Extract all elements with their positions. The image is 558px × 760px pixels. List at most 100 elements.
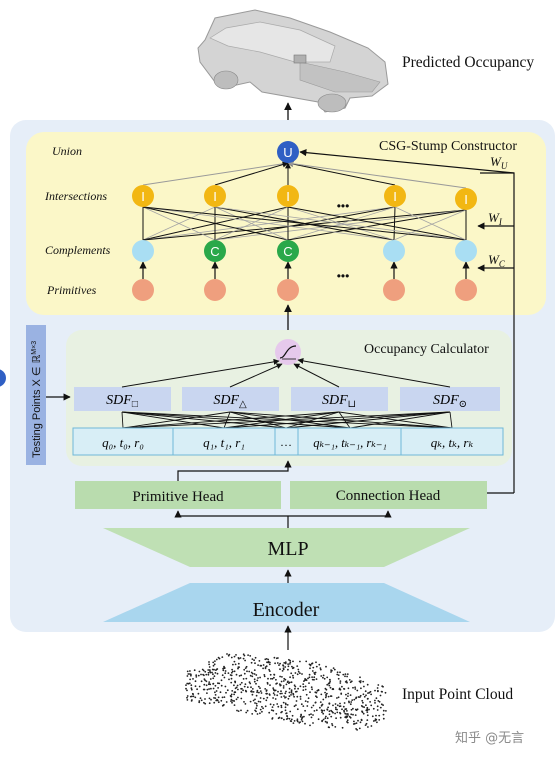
- primitive-ellipsis: •••: [337, 269, 350, 283]
- edge: [121, 411, 453, 429]
- svg-text:C: C: [283, 244, 292, 259]
- edge: [393, 206, 396, 241]
- edge: [338, 411, 453, 429]
- svg-text:SDF□: SDF□: [106, 393, 138, 410]
- edge: [142, 206, 216, 241]
- edge: [142, 160, 289, 186]
- edge: [121, 411, 225, 429]
- connection-head-box: [290, 481, 487, 509]
- predicted-car-image: [197, 9, 389, 113]
- svg-text:I: I: [213, 189, 217, 204]
- edge: [229, 411, 287, 429]
- param-cell: qₖ, tₖ, rₖ: [431, 435, 474, 450]
- svg-text:I: I: [464, 192, 468, 207]
- param-cell: q₁, t₁, r₁: [203, 435, 245, 450]
- edge: [142, 206, 395, 241]
- edge: [214, 206, 289, 241]
- encoder-label: Encoder: [253, 599, 320, 621]
- svg-text:WC: WC: [488, 252, 506, 269]
- edge: [122, 411, 231, 429]
- edge: [214, 209, 467, 241]
- connection-head-label: Connection Head: [336, 488, 441, 504]
- edge: [142, 206, 289, 241]
- complement-node: C: [277, 240, 299, 262]
- svg-text:U: U: [283, 145, 292, 160]
- primitive-node: [132, 279, 154, 301]
- input-point-cloud-image: [185, 653, 387, 731]
- edge: [394, 206, 467, 241]
- svg-text:SDF⊙: SDF⊙: [433, 393, 467, 410]
- edge: [229, 411, 453, 429]
- network-edges: [139, 160, 470, 279]
- edge: [121, 411, 351, 429]
- primitive-nodes: [132, 279, 477, 301]
- svg-text:C: C: [210, 244, 219, 259]
- edge: [393, 209, 467, 241]
- edge: [214, 161, 289, 186]
- intersection-node: I: [132, 185, 154, 207]
- primitive-node: [277, 279, 299, 301]
- svg-text:WI: WI: [488, 210, 503, 227]
- weight-labels: WU WI WC: [488, 154, 508, 269]
- edge: [285, 411, 340, 429]
- sdf-box: [291, 387, 388, 411]
- primitive-node: [383, 279, 405, 301]
- parameter-row: q₀, t₀, r₀ q₁, t₁, r₁ … qₖ₋₁, tₖ₋₁, rₖ₋₁…: [72, 427, 504, 456]
- edge: [223, 411, 231, 429]
- intersection-nodes: I I I I I: [132, 185, 477, 210]
- svg-text:I: I: [141, 189, 145, 204]
- svg-text:Testing Points X ∈ ℝM×3: Testing Points X ∈ ℝM×3: [31, 341, 43, 458]
- sdf-box: [182, 387, 279, 411]
- edge: [349, 411, 451, 429]
- testing-points-bar: Testing Points X ∈ ℝM×3: [26, 325, 46, 465]
- edge-marker: [0, 369, 6, 387]
- param-cell: q₀, t₀, r₀: [102, 435, 144, 450]
- predicted-occupancy-label: Predicted Occupancy: [402, 54, 534, 71]
- intersections-row-label: Intersections: [44, 189, 107, 203]
- intersection-node: I: [455, 188, 477, 210]
- svg-text:I: I: [286, 189, 290, 204]
- edge: [214, 206, 467, 241]
- sigmoid-node: [275, 339, 301, 365]
- param-cell: qₖ₋₁, tₖ₋₁, rₖ₋₁: [313, 436, 387, 450]
- intersection-node: I: [277, 185, 299, 207]
- sdf-box: [400, 387, 500, 411]
- sdf-to-sigmoid-arrows: [121, 357, 451, 388]
- csg-constructor-label: CSG-Stump Constructor: [379, 139, 517, 154]
- intersection-node: I: [384, 185, 406, 207]
- mlp-block: [103, 528, 470, 567]
- params-to-sdf-arrows: [121, 411, 453, 429]
- complement-node: C: [204, 240, 226, 262]
- primitive-node: [455, 279, 477, 301]
- edge: [142, 206, 467, 241]
- edge: [121, 411, 124, 429]
- mlp-label: MLP: [267, 538, 308, 560]
- param-cell: …: [280, 435, 292, 449]
- encoder-block: [103, 583, 470, 622]
- primitive-head-box: [75, 481, 281, 509]
- complement-node: [383, 240, 405, 262]
- union-row-label: Union: [52, 144, 82, 158]
- svg-text:SDF⊔: SDF⊔: [322, 393, 356, 410]
- complement-node: [132, 240, 154, 262]
- edge: [121, 411, 287, 429]
- svg-text:SDF△: SDF△: [213, 393, 247, 410]
- occupancy-calculator-label: Occupancy Calculator: [364, 342, 489, 357]
- complement-nodes: C C: [132, 240, 477, 262]
- primitive-node: [204, 279, 226, 301]
- watermark: 知乎 @无言: [455, 730, 524, 746]
- edge: [287, 206, 467, 241]
- svg-text:WU: WU: [490, 154, 508, 171]
- weight-feedback-lines: [299, 149, 515, 486]
- edge: [449, 411, 453, 429]
- intersection-ellipsis: •••: [337, 199, 350, 213]
- csg-panel: [26, 132, 546, 315]
- sdf-box: [74, 387, 171, 411]
- union-node: U: [277, 141, 299, 163]
- edge: [287, 209, 467, 241]
- complements-row-label: Complements: [45, 243, 111, 257]
- complement-node: [455, 240, 477, 262]
- sdf-boxes: SDF□ SDF△ SDF⊔ SDF⊙: [74, 387, 500, 411]
- edge: [287, 160, 467, 189]
